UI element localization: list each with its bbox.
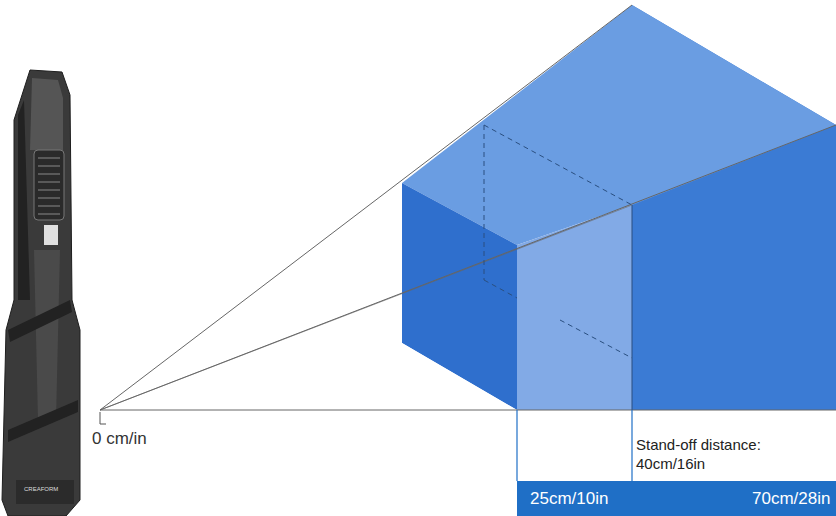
grille-line [38,158,60,159]
hidden-edges [484,125,632,358]
scanner-grille [34,150,64,220]
grille-line [38,214,60,215]
scanner [2,70,80,516]
near-tick [516,410,517,481]
origin-label: 0 cm/in [92,428,147,449]
hidden-edge [560,320,632,358]
standoff-label: Stand-off distance: 40cm/16in [636,436,776,474]
scanner-base [16,480,74,504]
dimension-value: 70cm/28in [752,490,830,507]
side-face [402,183,517,410]
grille-lines [38,158,60,214]
measuring-volume [402,5,836,410]
scanner-button [44,225,58,245]
dimension-value: 25cm/10in [530,490,608,507]
dimension-band: 25cm/10in 70cm/28in [517,481,836,516]
view-line [100,410,836,411]
grille-line [38,198,60,199]
scanner-strap [8,300,72,342]
view-line [100,205,632,410]
standoff-tick [631,410,632,481]
hidden-edge [484,125,632,205]
grille-line [38,174,60,175]
standoff-edge [632,205,633,410]
brand-text: CREAFORM [24,486,58,494]
grille-line [38,166,60,167]
grille-line [38,182,60,183]
scanner-strap [8,400,78,442]
view-line [100,125,836,410]
gap [402,343,517,410]
scanner-camera [30,78,63,150]
grille-line [38,190,60,191]
front-face [517,205,632,410]
scanner-side [18,100,30,300]
scanner-handle [34,250,60,420]
view-lines [100,5,836,410]
hidden-edge [484,280,517,298]
origin-tick [100,412,106,424]
view-line [100,5,632,410]
scanner-body [2,70,80,516]
hidden-edge [484,125,485,280]
grille-line [38,206,60,207]
